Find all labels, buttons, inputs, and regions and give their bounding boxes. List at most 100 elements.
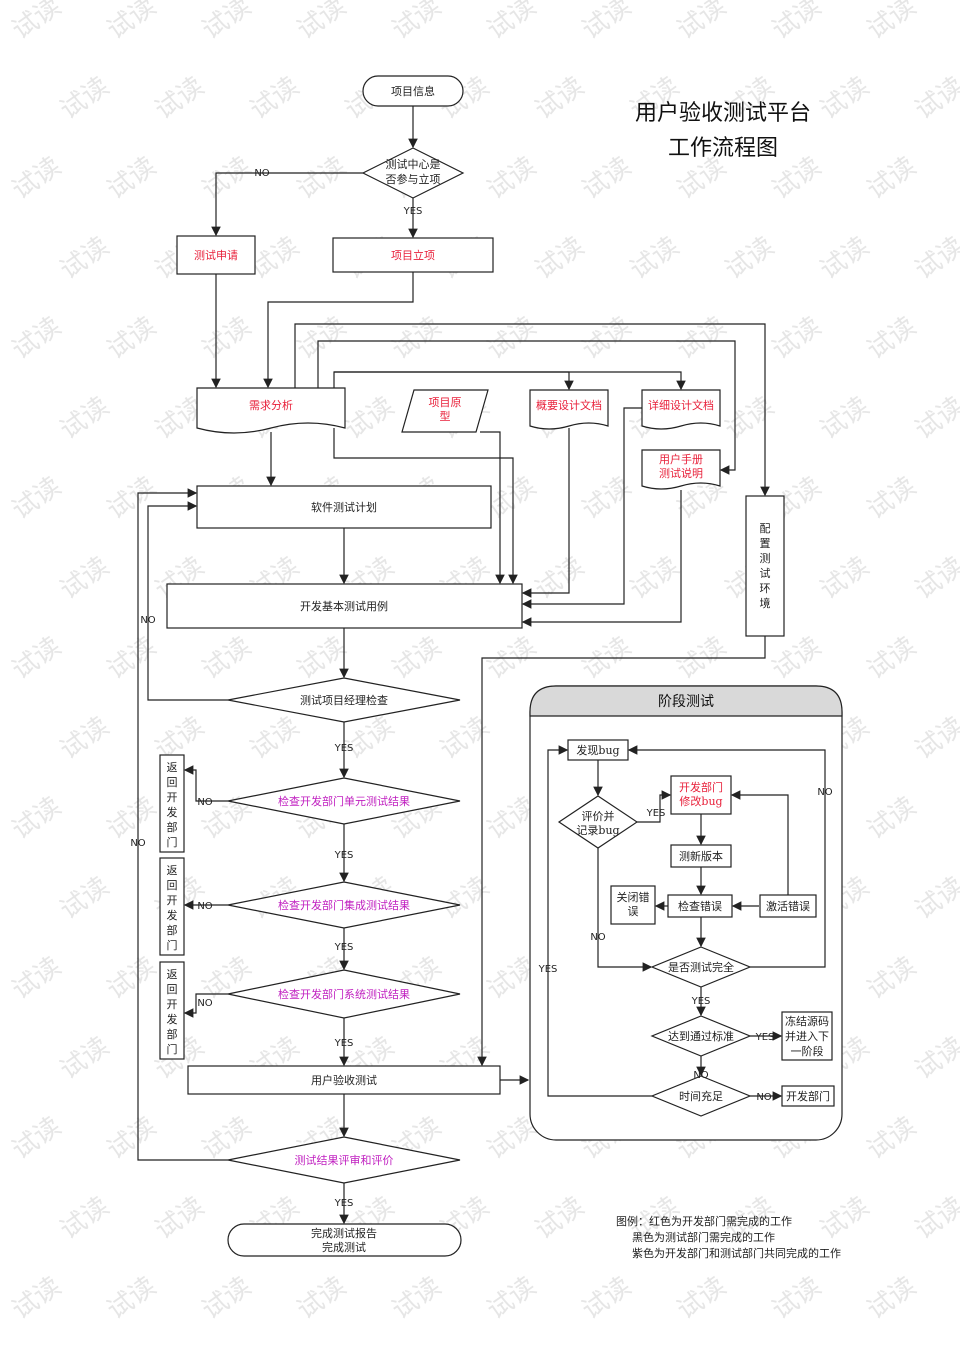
return3-c4: 发 [167, 1012, 178, 1026]
decision-eval-record-label1: 评价并 [582, 809, 615, 823]
node-config-env-label6: 境 [760, 596, 771, 610]
node-uat [187, 1065, 501, 1095]
doc-req-analysis [196, 387, 346, 434]
node-freeze [781, 1011, 833, 1061]
watermark-text: 试读 [197, 1271, 257, 1325]
edge-label-no-unit: NO [197, 797, 212, 808]
node-prototype [401, 389, 489, 433]
watermark-text: 试读 [815, 391, 875, 445]
stage-label-no-standard: NO [693, 1070, 708, 1081]
doc-outline-design-label: 概要设计文档 [536, 398, 602, 412]
node-dev-fix-label2: 修改bug [679, 794, 722, 808]
node-new-version-label: 测新版本 [679, 849, 723, 863]
edge-label-no-integ: NO [197, 901, 212, 912]
watermark-text: 试读 [482, 0, 542, 46]
node-close-error-label2: 误 [628, 905, 639, 918]
watermark-text: 试读 [530, 1191, 590, 1245]
watermark-text: 试读 [625, 551, 685, 605]
node-dev-cases-label: 开发基本测试用例 [300, 599, 388, 613]
watermark-text: 试读 [910, 1191, 960, 1245]
watermark-text: 试读 [435, 711, 495, 765]
legend-line2: 黑色为测试部门需完成的工作 [632, 1230, 775, 1244]
decision-review-label: 测试结果评审和评价 [295, 1153, 394, 1167]
stage-label-yes-eval: YES [646, 808, 666, 819]
watermark-text: 试读 [577, 151, 637, 205]
edge-label-yes-system: YES [334, 1038, 354, 1049]
watermark-text: 试读 [815, 551, 875, 605]
node-freeze-label1: 冻结源码 [785, 1014, 829, 1028]
watermark-text: 试读 [387, 311, 447, 365]
watermark-text: 试读 [55, 1191, 115, 1245]
watermark-text: 试读 [102, 151, 162, 205]
decision-eval-record-label2: 记录bug [576, 824, 619, 837]
stage-test-header [529, 685, 843, 717]
node-config-env-label1: 配 [760, 522, 771, 535]
watermark-text: 试读 [767, 0, 827, 46]
watermark-text: 试读 [7, 951, 67, 1005]
watermark-text: 试读 [720, 231, 780, 285]
edge-label-yes-review: YES [334, 1198, 354, 1209]
node-config-env-label2: 置 [760, 537, 771, 550]
node-find-bug-label: 发现bug [576, 743, 619, 757]
watermark-text: 试读 [435, 871, 495, 925]
node-return-dev-2-labels: 返 回 开 发 部 门 [167, 864, 178, 952]
node-check-error-label: 检查错误 [678, 899, 722, 913]
watermark-text: 试读 [55, 231, 115, 285]
doc-user-manual [641, 449, 721, 490]
watermark-text: 试读 [102, 311, 162, 365]
watermark-text: 试读 [292, 311, 352, 365]
decision-time-enough-label: 时间充足 [679, 1089, 723, 1103]
watermark-text: 试读 [292, 631, 352, 685]
watermark-text: 试读 [910, 1031, 960, 1085]
watermark-text: 试读 [102, 0, 162, 46]
return2-c1: 返 [167, 864, 178, 877]
watermark-text: 试读 [672, 311, 732, 365]
node-config-env-label4: 试 [760, 567, 771, 580]
watermark-text: 试读 [767, 1271, 827, 1325]
node-return-dev-1-labels: 返 回 开 发 部 门 [167, 761, 178, 849]
watermark-text: 试读 [577, 0, 637, 46]
watermark-text: 试读 [102, 471, 162, 525]
watermark-text: 试读 [862, 1271, 922, 1325]
watermark-text: 试读 [910, 71, 960, 125]
watermark-text: 试读 [150, 71, 210, 125]
return1-c2: 回 [167, 776, 178, 789]
edge-label-yes-center: YES [403, 206, 423, 217]
watermark-text: 试读 [910, 231, 960, 285]
watermark-text: 试读 [55, 871, 115, 925]
stage-label-no-eval: NO [590, 932, 605, 943]
edge-label-yes-mgr: YES [334, 743, 354, 754]
legend-line3: 紫色为开发部门和测试部门共同完成的工作 [632, 1246, 841, 1260]
watermark-text: 试读 [292, 0, 352, 46]
node-activate-error-label: 激活错误 [766, 899, 810, 913]
node-config-env [745, 495, 785, 637]
watermark-text: 试读 [197, 311, 257, 365]
watermark-text: 试读 [862, 151, 922, 205]
watermark-text: 试读 [387, 1271, 447, 1325]
watermark-text: 试读 [7, 1271, 67, 1325]
node-test-plan-label: 软件测试计划 [311, 500, 377, 514]
node-freeze-label3: 一阶段 [791, 1044, 824, 1058]
watermark-text: 试读 [482, 151, 542, 205]
watermark-text: 试读 [55, 71, 115, 125]
node-dev-dept-label: 开发部门 [786, 1089, 830, 1103]
edge-label-yes-integ: YES [334, 942, 354, 953]
decision-test-center-label1: 测试中心是 [386, 158, 441, 171]
return1-c6: 门 [167, 835, 178, 849]
watermark-text: 试读 [7, 151, 67, 205]
decision-check-system-label: 检查开发部门系统测试结果 [278, 987, 410, 1001]
watermark-text: 试读 [7, 1111, 67, 1165]
node-project-info-label: 项目信息 [391, 84, 435, 98]
watermark-text: 试读 [530, 551, 590, 605]
watermark-text: 试读 [482, 1271, 542, 1325]
return2-c4: 发 [167, 908, 178, 922]
legend-line1: 图例：红色为开发部门需完成的工作 [616, 1214, 792, 1228]
watermark-text: 试读 [672, 1271, 732, 1325]
watermark-text: 试读 [197, 151, 257, 205]
node-return-dev-1 [159, 754, 185, 853]
decision-check-integ-label: 检查开发部门集成测试结果 [278, 898, 410, 912]
node-done-label2: 完成测试 [322, 1240, 366, 1254]
return1-c4: 发 [167, 805, 178, 819]
doc-user-manual-label1: 用户手册 [659, 452, 703, 466]
watermark-text: 试读 [387, 631, 447, 685]
